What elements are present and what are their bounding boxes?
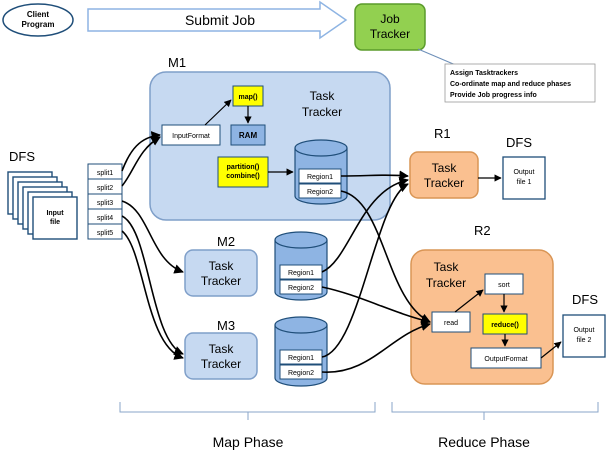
- note-assign: Assign Tasktrackers: [450, 70, 518, 77]
- r2-title: R2: [474, 223, 491, 238]
- r2-reduce-label: reduce(): [491, 322, 519, 329]
- m1-map-label: map(): [238, 94, 257, 101]
- r2-dfs-label: DFS: [572, 292, 598, 307]
- map-phase-label: Map Phase: [213, 434, 284, 450]
- m1-inputformat-box: [161, 124, 221, 146]
- m3-region1-label: Region1: [288, 355, 314, 362]
- r2-read-label: read: [444, 320, 458, 327]
- dfs-input-label: DFS: [9, 149, 35, 164]
- split5-label: split5: [97, 230, 113, 237]
- shuffle-arrows: [321, 170, 431, 373]
- m3-title: M3: [217, 318, 235, 333]
- split-list: split1 split2 split3 split4 split5: [87, 163, 123, 240]
- reduce-internal-arrows: [454, 174, 562, 359]
- r2-read-box: [431, 311, 471, 333]
- split2-label: split2: [97, 185, 113, 192]
- m3-region2-label: Region2: [288, 370, 314, 377]
- m1-inputformat-label: InputFormat: [172, 133, 210, 140]
- m2-region2-label: Region2: [288, 285, 314, 292]
- submit-job-arrow: Submit Job: [87, 0, 348, 40]
- m1-region1-label: Region1: [307, 174, 333, 181]
- m1-internal-arrows: [204, 99, 294, 176]
- job-tracker-notes: Assign Tasktrackers Co-ordinate map and …: [444, 63, 596, 103]
- m2-title: M2: [217, 234, 235, 249]
- job-tracker-callout-line: [417, 48, 459, 67]
- split1-label: split1: [97, 170, 113, 177]
- split-arrows: [121, 131, 184, 360]
- reduce-phase-label: Reduce Phase: [438, 434, 530, 450]
- note-progress: Provide Job progress info: [450, 92, 537, 99]
- m1-partition-combine-label: partition()combine(): [226, 164, 259, 180]
- m1-region2-label: Region2: [307, 189, 333, 196]
- m1-title: M1: [168, 55, 186, 70]
- m1-ram-box: [230, 124, 266, 146]
- m1-partition-combine-box: [217, 156, 269, 188]
- r2-sort-label: sort: [498, 282, 510, 289]
- note-coordinate: Co-ordinate map and reduce phases: [450, 81, 571, 88]
- split4-label: split4: [97, 215, 113, 222]
- r1-dfs-label: DFS: [506, 135, 532, 150]
- submit-job-label: Submit Job: [185, 12, 255, 28]
- reduce-phase-brace: [391, 402, 599, 413]
- split3-label: split3: [97, 200, 113, 207]
- r1-title: R1: [434, 126, 451, 141]
- m1-ram-label: RAM: [239, 131, 258, 140]
- r2-outputformat-label: OutputFormat: [484, 356, 527, 363]
- m2-region1-label: Region1: [288, 270, 314, 277]
- map-phase-brace: [119, 402, 376, 413]
